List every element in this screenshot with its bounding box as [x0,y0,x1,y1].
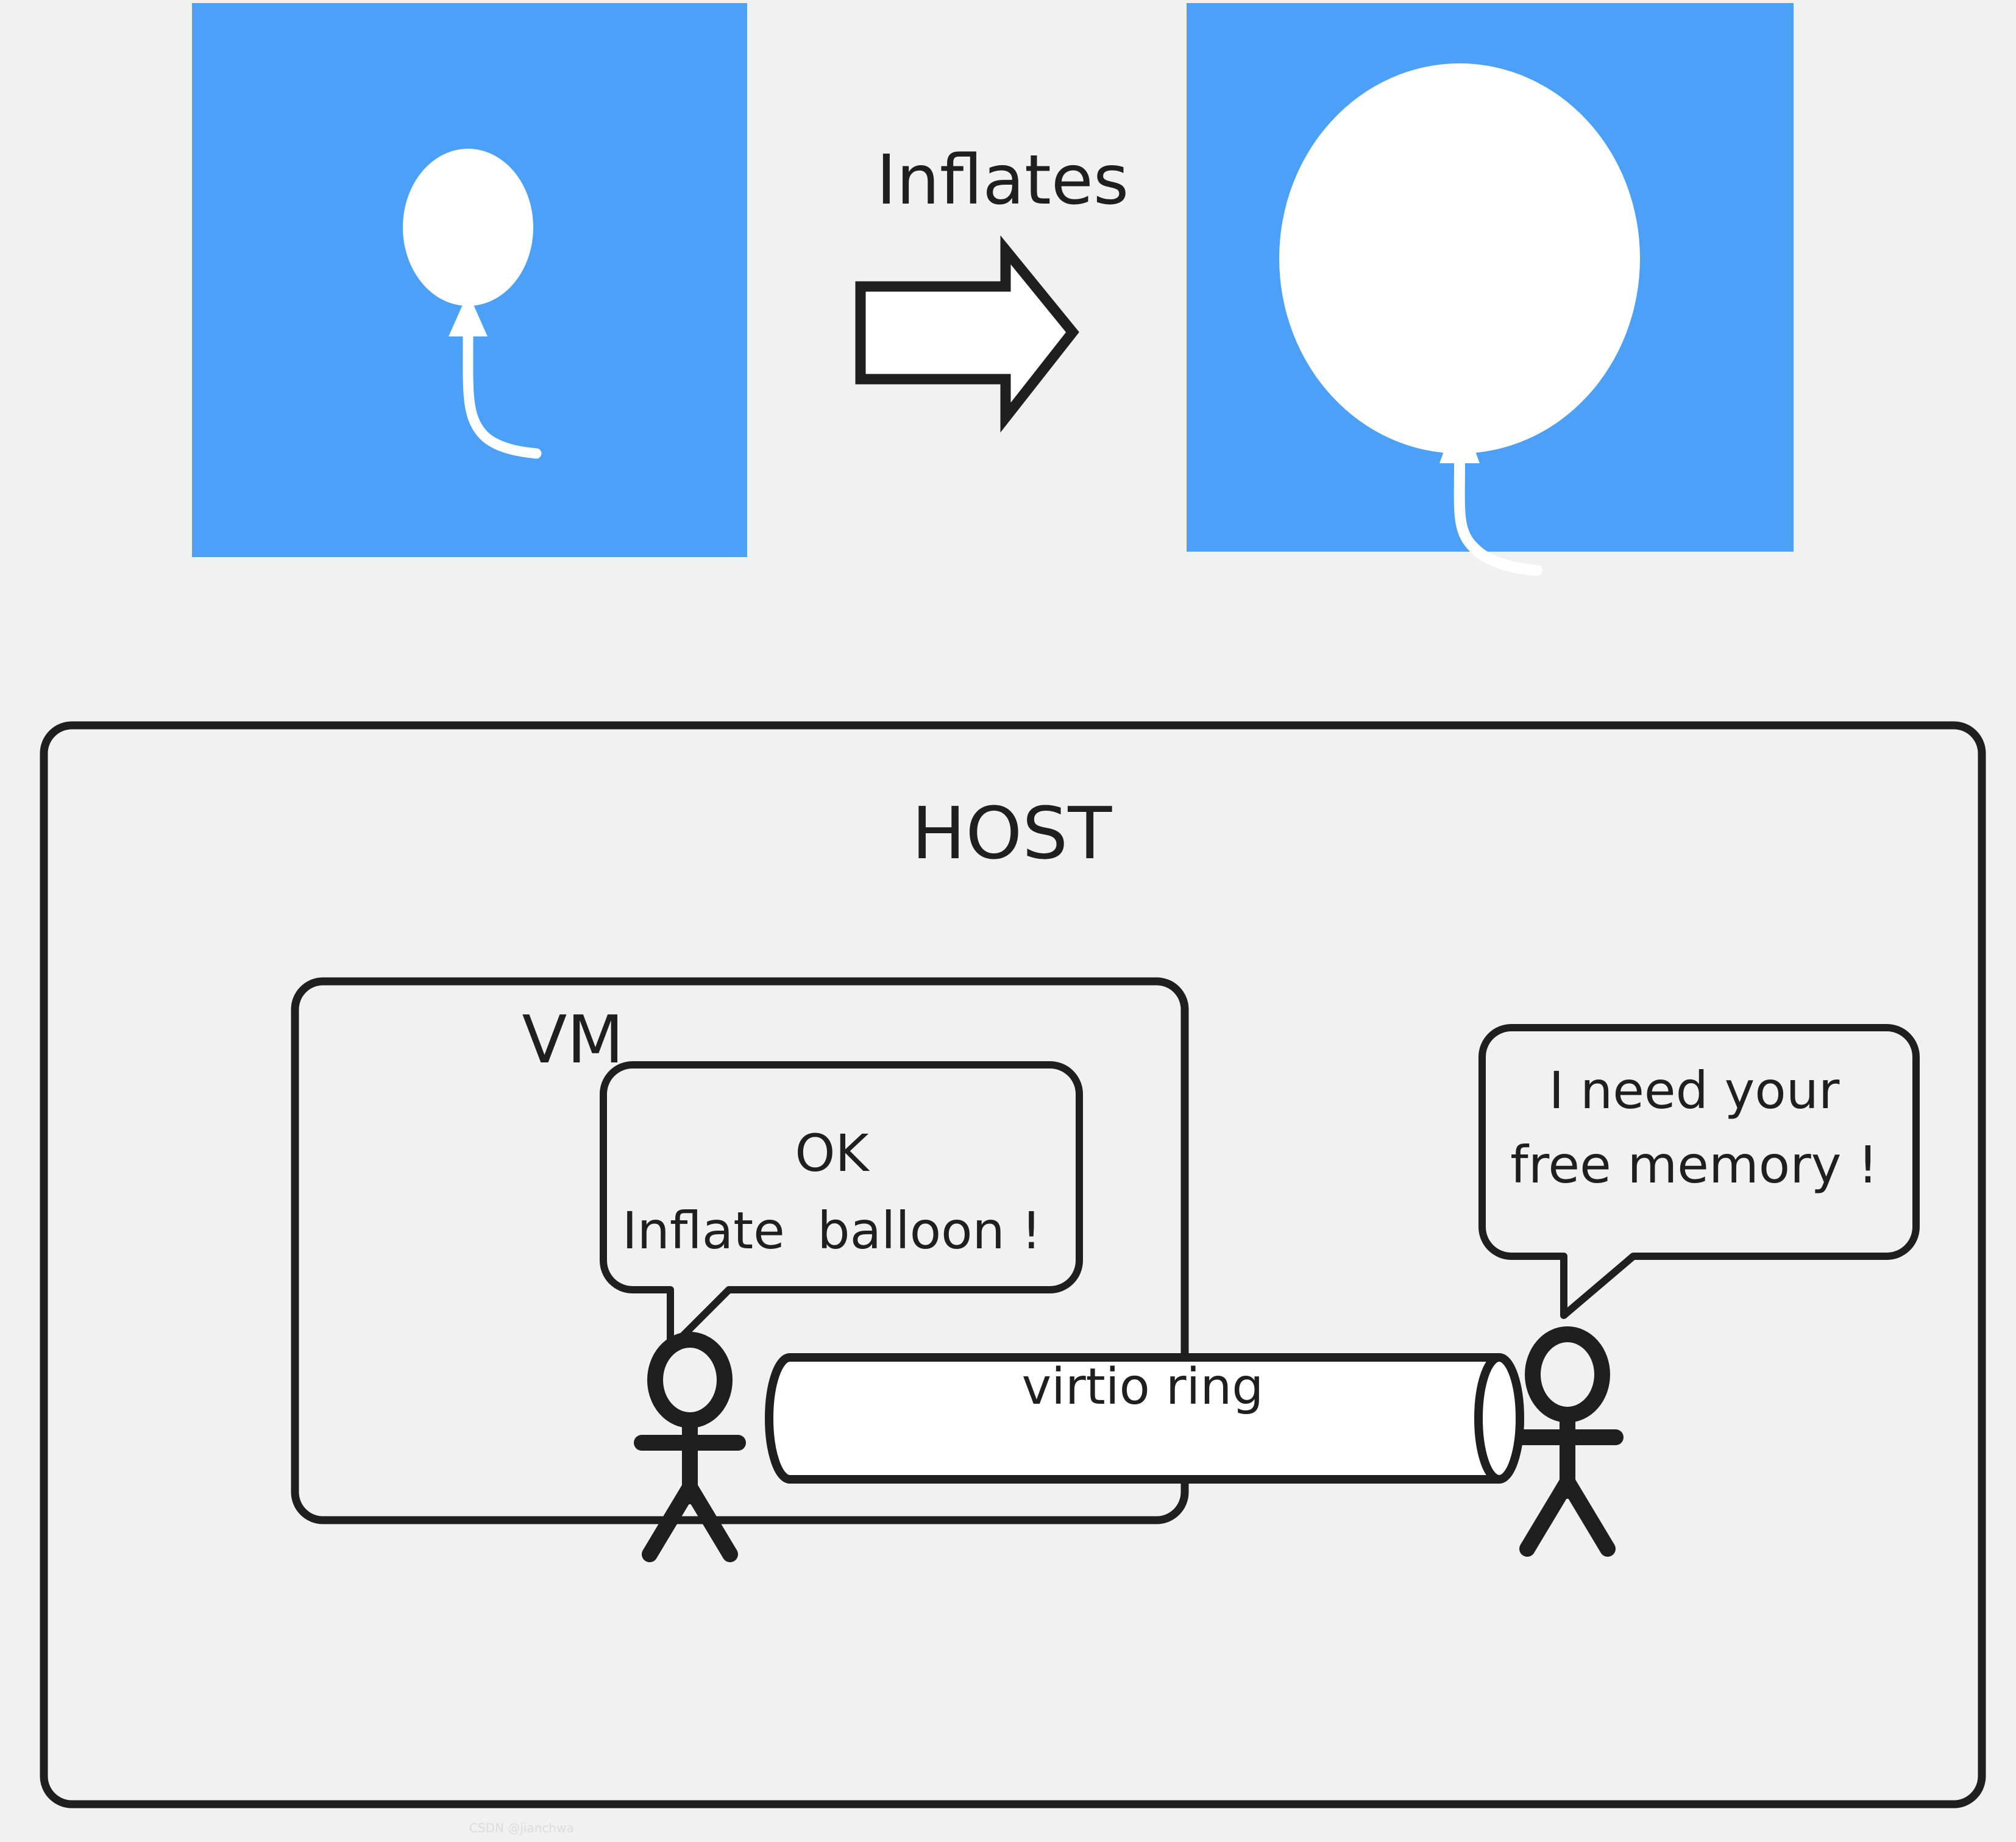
virtio-ring-cylinder [765,1353,1524,1484]
small-balloon-knot-icon [449,293,488,336]
inflates-label: Inflates [876,141,1129,220]
host-speech-bubble [1478,1024,1920,1319]
small-balloon-string [463,331,542,459]
host-title: HOST [911,791,1112,875]
large-balloon-body [1279,63,1640,453]
host-speech-line-1: I need your [1549,1061,1840,1120]
host-stick-figure [1511,1326,1624,1557]
host-speech-line-2: free memory ! [1510,1135,1878,1195]
vm-stick-figure [634,1332,746,1562]
vm-container [291,977,1189,1524]
vm-speech-bubble [600,1061,1083,1352]
vm-title: VM [522,1002,624,1078]
watermark: CSDN @jianchwa [469,1821,574,1835]
vm-speech-line-2: Inflate balloon ! [622,1201,1042,1261]
vm-speech-line-1: OK [795,1123,869,1183]
large-balloon-knot-icon [1439,408,1480,463]
inflates-arrow-icon [855,235,1079,433]
virtio-ring-label: virtio ring [1021,1358,1264,1416]
small-balloon-body [403,149,533,306]
large-balloon-string [1453,458,1542,576]
host-container [40,721,1986,1808]
